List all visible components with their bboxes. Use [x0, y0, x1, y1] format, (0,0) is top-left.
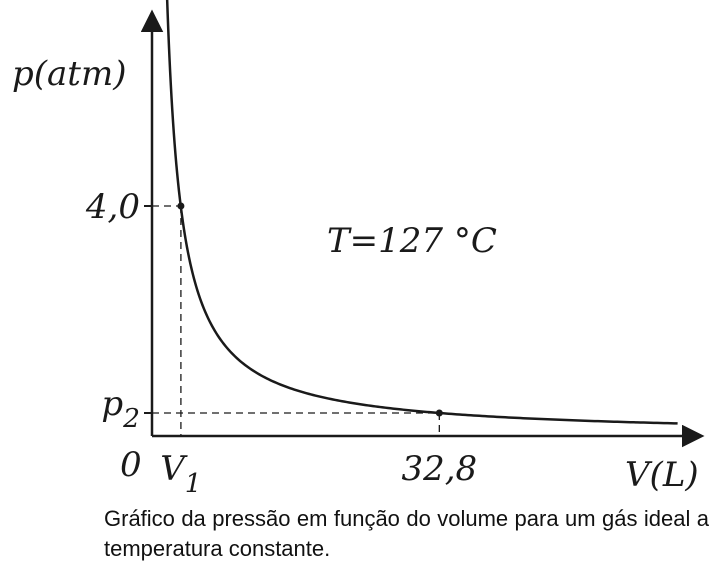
- isotherm-curve: [165, 0, 678, 425]
- guide-lines: [144, 205, 440, 436]
- temperature-annotation: T=127 °C: [327, 221, 497, 261]
- origin-label: 0: [120, 445, 142, 485]
- x-tick-label-1: V1: [160, 449, 201, 499]
- figure-caption: Gráfico da pressão em função do volume p…: [104, 506, 709, 561]
- y-axis-label: p(atm): [12, 54, 126, 94]
- data-point-1: [177, 202, 185, 210]
- x-axis-label: V(L): [625, 455, 699, 495]
- y-tick-label-2: p2: [101, 384, 140, 434]
- data-point-2: [435, 409, 443, 417]
- axes: [140, 9, 705, 448]
- y-tick-label-1: 4,0: [85, 187, 140, 227]
- data-points: [177, 202, 443, 417]
- pv-chart: p(atm) V(L) 0 T=127 °C V1 32,8 4,0 p2: [12, 0, 705, 499]
- tick-labels: V1 32,8 4,0 p2: [85, 187, 477, 499]
- axis-labels: p(atm) V(L) 0 T=127 °C: [12, 54, 699, 495]
- x-tick-label-2: 32,8: [401, 449, 477, 489]
